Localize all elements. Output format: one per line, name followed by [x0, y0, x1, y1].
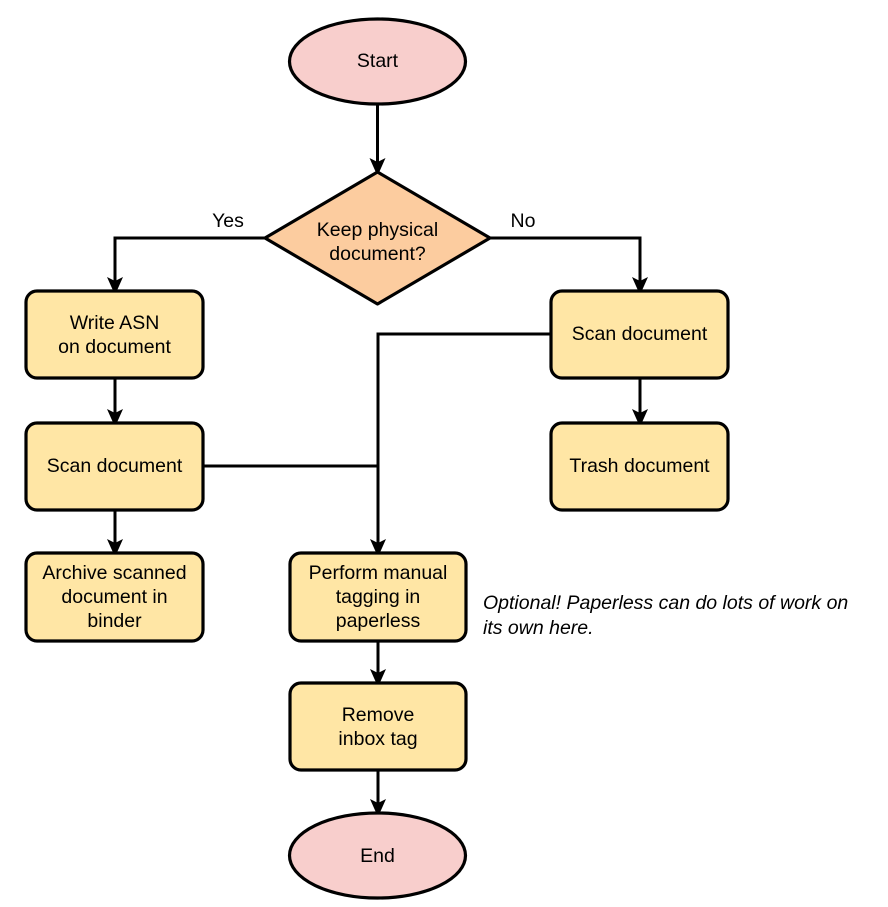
edge-write-asn-to-scan-left: [107, 378, 123, 427]
edge-scan-right-to-trash: [632, 378, 648, 427]
trash-rect-shape: [549, 421, 730, 512]
archive-rect-shape: [24, 551, 205, 643]
manual-tagging-label-line2: tagging in: [336, 586, 421, 608]
annotation-optional-note: Optional! Paperless can do lots of work …: [483, 592, 848, 639]
decision-label-line2: document?: [329, 243, 426, 265]
edge-label-no: No: [511, 210, 536, 232]
node-remove-inbox-tag[interactable]: Remove inbox tag: [288, 681, 468, 772]
node-write-asn-on-document[interactable]: Write ASN on document: [24, 289, 205, 380]
manual-tagging-label-line1: Perform manual: [309, 562, 448, 584]
edge-manual-tagging-to-remove-inbox: [370, 641, 386, 687]
manual-tagging-label-line3: paperless: [336, 610, 421, 632]
scan-left-label: Scan document: [47, 455, 183, 477]
optional-note-line1: Optional! Paperless can do lots of work …: [483, 592, 848, 614]
edge-remove-inbox-to-end: [370, 770, 386, 817]
edge-label-yes: Yes: [212, 210, 244, 232]
manual-tagging-rect-shape: [288, 551, 468, 643]
edge-decision-yes-to-write-asn: [107, 236, 265, 295]
node-archive-scanned-document[interactable]: Archive scanned document in binder: [24, 551, 205, 643]
remove-inbox-label-line1: Remove: [342, 704, 415, 726]
scan-right-rect-shape: [549, 289, 730, 380]
node-perform-manual-tagging[interactable]: Perform manual tagging in paperless: [288, 551, 468, 643]
edge-start-to-decision: [369, 104, 386, 176]
start-ellipse-shape: [287, 17, 468, 106]
end-label: End: [360, 845, 395, 867]
trash-label: Trash document: [569, 455, 710, 477]
node-scan-document-left[interactable]: Scan document: [24, 421, 205, 512]
node-scan-document-right[interactable]: Scan document: [549, 289, 730, 380]
scan-right-label: Scan document: [572, 323, 708, 345]
decision-label-line1: Keep physical: [317, 219, 438, 241]
optional-note-line2: its own here.: [483, 617, 594, 639]
node-end[interactable]: End: [287, 811, 468, 900]
write-asn-label-line2: on document: [58, 336, 171, 358]
archive-label-line3: binder: [87, 610, 142, 632]
remove-inbox-rect-shape: [288, 681, 468, 772]
node-trash-document[interactable]: Trash document: [549, 421, 730, 512]
end-ellipse-shape: [287, 811, 468, 900]
archive-label-line1: Archive scanned: [42, 562, 186, 584]
start-label: Start: [357, 50, 399, 72]
edge-scan-left-to-archive: [107, 510, 123, 557]
write-asn-rect-shape: [24, 289, 205, 380]
scan-left-rect-shape: [24, 421, 205, 512]
decision-diamond-shape: [263, 170, 492, 306]
edge-scan-right-to-manual-tagging: [370, 332, 551, 557]
node-start[interactable]: Start: [287, 17, 468, 106]
write-asn-label-line1: Write ASN: [70, 312, 160, 334]
edge-decision-no-to-scan-right: [490, 236, 648, 295]
archive-label-line2: document in: [61, 586, 167, 608]
node-decision-keep-physical-document[interactable]: Keep physical document?: [263, 170, 492, 306]
remove-inbox-label-line2: inbox tag: [338, 728, 417, 750]
